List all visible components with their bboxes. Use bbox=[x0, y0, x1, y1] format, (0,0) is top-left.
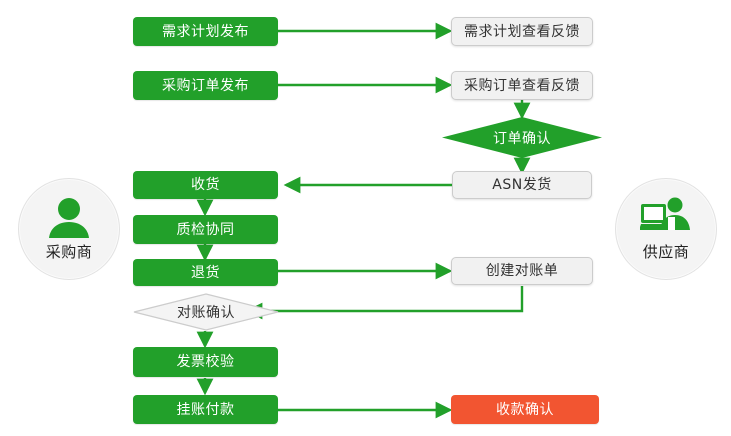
node-receive-goods[interactable]: 收货 bbox=[133, 171, 278, 199]
node-demand-plan-publish[interactable]: 需求计划发布 bbox=[133, 17, 278, 46]
node-label: 退货 bbox=[191, 264, 220, 281]
node-payment-on-account[interactable]: 挂账付款 bbox=[133, 395, 278, 424]
node-create-statement[interactable]: 创建对账单 bbox=[451, 257, 593, 285]
node-label: 采购订单查看反馈 bbox=[464, 77, 580, 94]
node-po-publish[interactable]: 采购订单发布 bbox=[133, 71, 278, 100]
node-label: 采购订单发布 bbox=[162, 77, 249, 94]
node-label: 挂账付款 bbox=[176, 401, 235, 418]
node-label: 订单确认 bbox=[493, 130, 551, 147]
node-label: ASN发货 bbox=[492, 177, 552, 193]
node-label: 发票校验 bbox=[176, 354, 235, 370]
node-label: 需求计划查看反馈 bbox=[464, 23, 580, 40]
actor-supplier-label: 供应商 bbox=[642, 242, 690, 261]
node-asn-shipment[interactable]: ASN发货 bbox=[452, 171, 592, 199]
node-statement-confirm[interactable]: 对账确认 bbox=[133, 293, 279, 331]
node-po-feedback[interactable]: 采购订单查看反馈 bbox=[451, 71, 593, 100]
node-label: 创建对账单 bbox=[485, 263, 559, 279]
node-label: 质检协同 bbox=[176, 221, 235, 238]
actor-buyer-label: 采购商 bbox=[45, 242, 93, 261]
node-label: 对账确认 bbox=[177, 305, 235, 321]
node-payment-receipt-confirm[interactable]: 收款确认 bbox=[451, 395, 599, 424]
actor-supplier[interactable]: 供应商 bbox=[615, 178, 717, 280]
node-label: 收货 bbox=[191, 177, 220, 193]
node-return-goods[interactable]: 退货 bbox=[133, 259, 278, 286]
node-invoice-verify[interactable]: 发票校验 bbox=[133, 347, 278, 377]
edge-statement-to-confirm bbox=[245, 286, 524, 320]
node-demand-plan-feedback[interactable]: 需求计划查看反馈 bbox=[451, 17, 593, 46]
person-icon bbox=[46, 197, 92, 239]
node-order-confirm[interactable]: 订单确认 bbox=[442, 117, 602, 158]
actor-buyer[interactable]: 采购商 bbox=[18, 178, 120, 280]
node-label: 收款确认 bbox=[496, 401, 554, 418]
person-at-computer-icon bbox=[639, 197, 692, 239]
node-quality-check[interactable]: 质检协同 bbox=[133, 215, 278, 244]
node-label: 需求计划发布 bbox=[162, 23, 249, 40]
